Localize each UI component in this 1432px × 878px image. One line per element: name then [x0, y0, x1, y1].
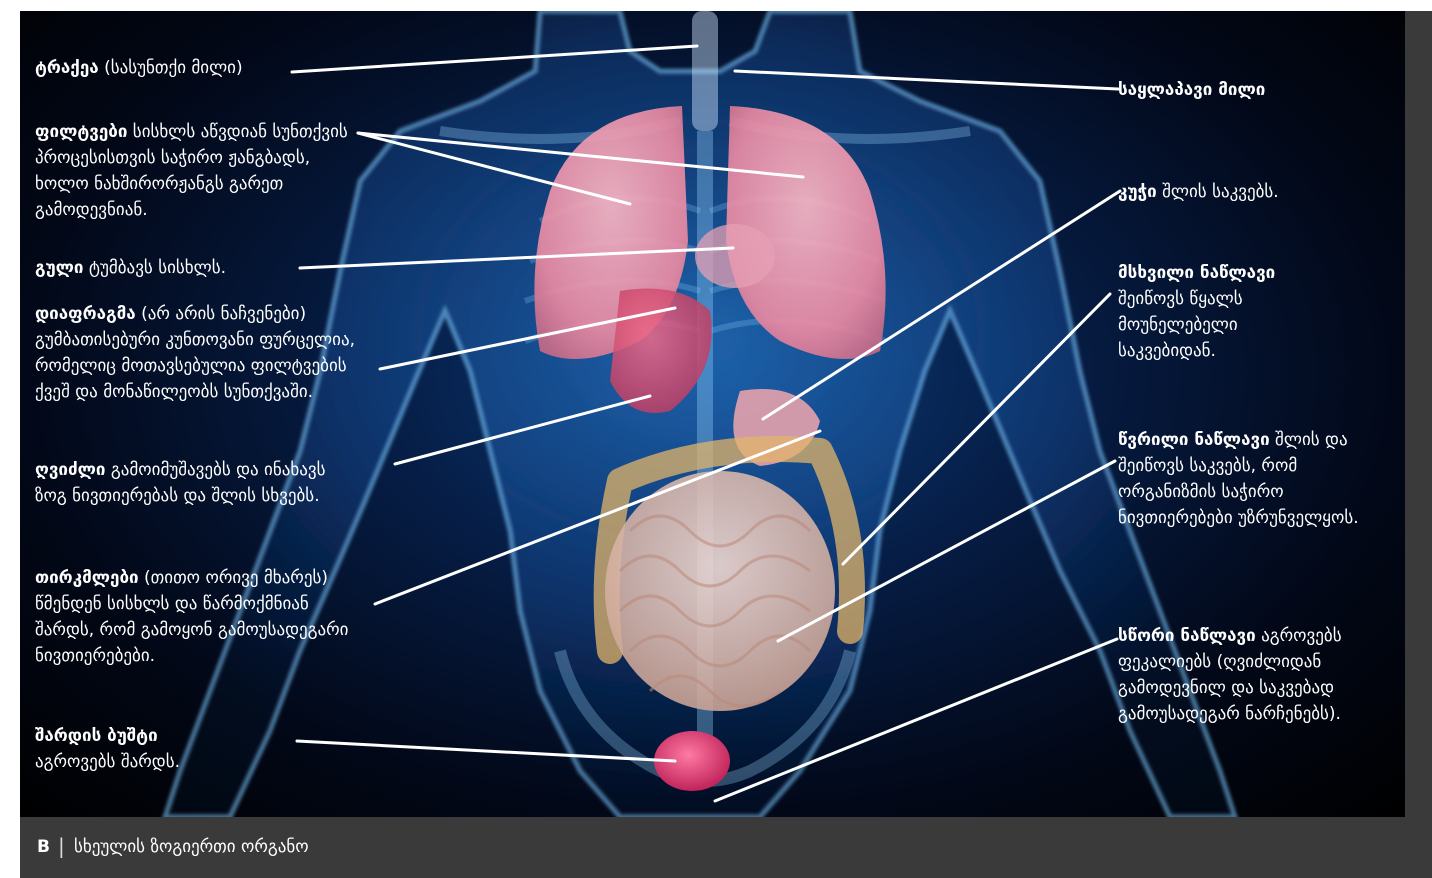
side-strip: [1405, 11, 1432, 817]
heart: [695, 224, 775, 288]
figure-caption-bar: B | სხეულის ზოგიერთი ორგანო: [20, 817, 1432, 878]
anatomy-illustration-panel: ტრაქეა (სასუნთქი მილი) ფილტვები სისხლს ა…: [20, 11, 1405, 817]
label-liver: ღვიძლი გამოიმუშავებს და ინახავს ზოგ ნივთ…: [35, 457, 345, 509]
small-intestine: [605, 471, 835, 711]
label-stomach: კუჭი შლის საკვებს.: [1118, 179, 1388, 205]
label-lungs: ფილტვები სისხლს აწვდიან სუნთქვის პროცესი…: [35, 119, 355, 223]
label-kidneys: თირკმლები (თითო ორივე მხარეს) წმენდენ სი…: [35, 565, 365, 669]
figure-caption: სხეულის ზოგიერთი ორგანო: [74, 837, 309, 857]
caption-separator: |: [58, 834, 65, 858]
label-heart: გული ტუმბავს სისხლს.: [35, 255, 335, 281]
label-diaphragm: დიაფრაგმა (არ არის ნაჩვენები) გუმბათისებ…: [35, 301, 355, 405]
label-trachea: ტრაქეა (სასუნთქი მილი): [35, 55, 335, 81]
label-bladder: შარდის ბუშტი აგროვებს შარდს.: [35, 723, 225, 775]
label-esophagus: საყლაპავი მილი: [1118, 77, 1388, 103]
label-rectum: სწორი ნაწლავი აგროვებს ფეკალიებს (ღვიძლი…: [1118, 623, 1403, 727]
figure-letter: B: [37, 837, 50, 857]
trachea: [692, 11, 718, 131]
label-small-intestine: წვრილი ნაწლავი შლის და შეიწოვს საკვებს, …: [1118, 427, 1373, 531]
label-large-intestine: მსხვილი ნაწლავი შეიწოვს წყალს მოუნელებელ…: [1118, 260, 1338, 364]
